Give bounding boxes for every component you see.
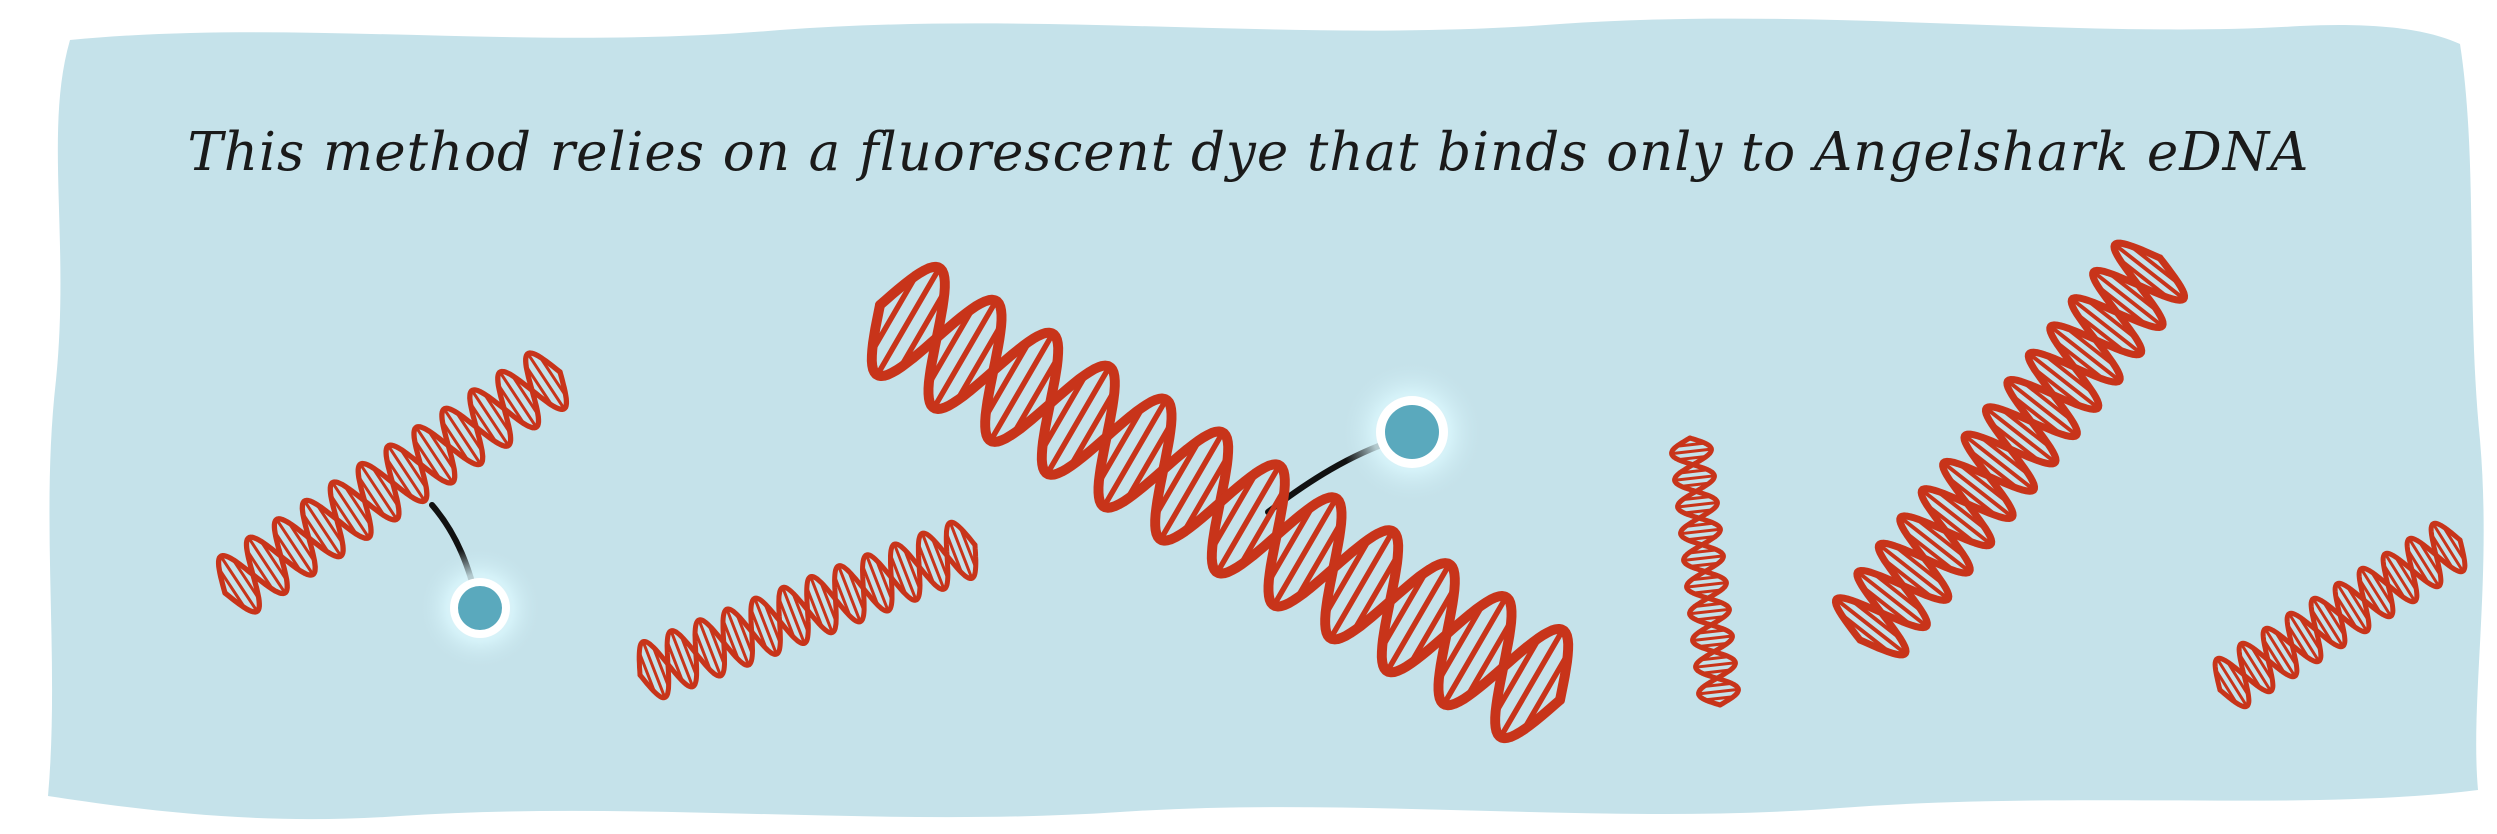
caption-text: This method relies on a fluorescent dye …: [0, 122, 2497, 183]
fluorescent-dye-icon: [1340, 360, 1484, 504]
fluorescent-dye-icon: [418, 546, 542, 670]
